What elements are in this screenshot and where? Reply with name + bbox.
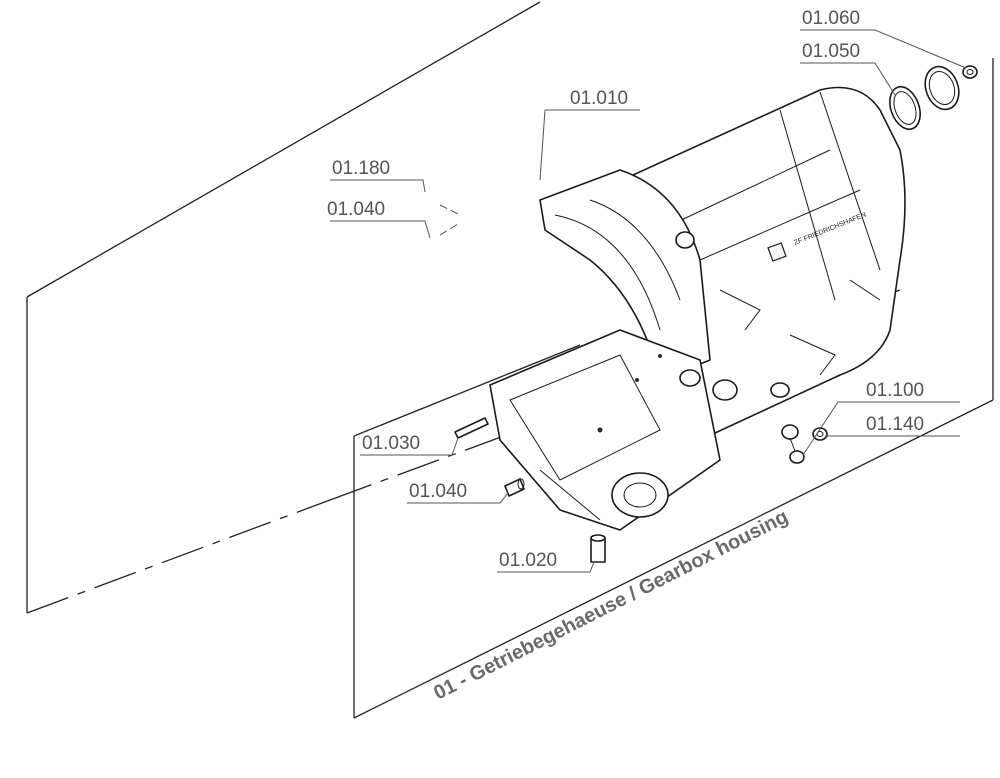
callout-01-100: 01.100 [866, 380, 924, 401]
leader-lines [330, 29, 967, 573]
callout-01-180: 01.180 [332, 158, 390, 179]
part-01-050-sealing-ring-icon [889, 65, 960, 131]
part-01-100-eye-bolt-icon [781, 424, 805, 464]
callout-01-030: 01.030 [362, 433, 420, 454]
diagram-title: 01 - Getriebegehaeuse / Gearbox housing [430, 506, 792, 705]
callout-01-060: 01.060 [802, 8, 860, 29]
callout-01-050: 01.050 [802, 41, 860, 62]
callout-01-040-upper: 01.040 [327, 199, 385, 220]
callout-01-040-lower: 01.040 [409, 481, 467, 502]
callout-labels: 01.060 01.050 01.010 01.180 01.040 01.10… [327, 8, 924, 571]
callout-01-010: 01.010 [570, 88, 628, 109]
part-01-060-circle-clip-icon [962, 65, 978, 79]
callout-01-020: 01.020 [499, 550, 557, 571]
part-01-020-dowel-sleeve-icon [590, 534, 606, 563]
part-01-040-sleeve-icon [504, 478, 525, 497]
gearbox-housing-icon: ZF FRIEDRICHSHAFEN [489, 86, 906, 531]
callout-01-140: 01.140 [866, 414, 924, 435]
part-01-030-pin-icon [454, 417, 489, 439]
